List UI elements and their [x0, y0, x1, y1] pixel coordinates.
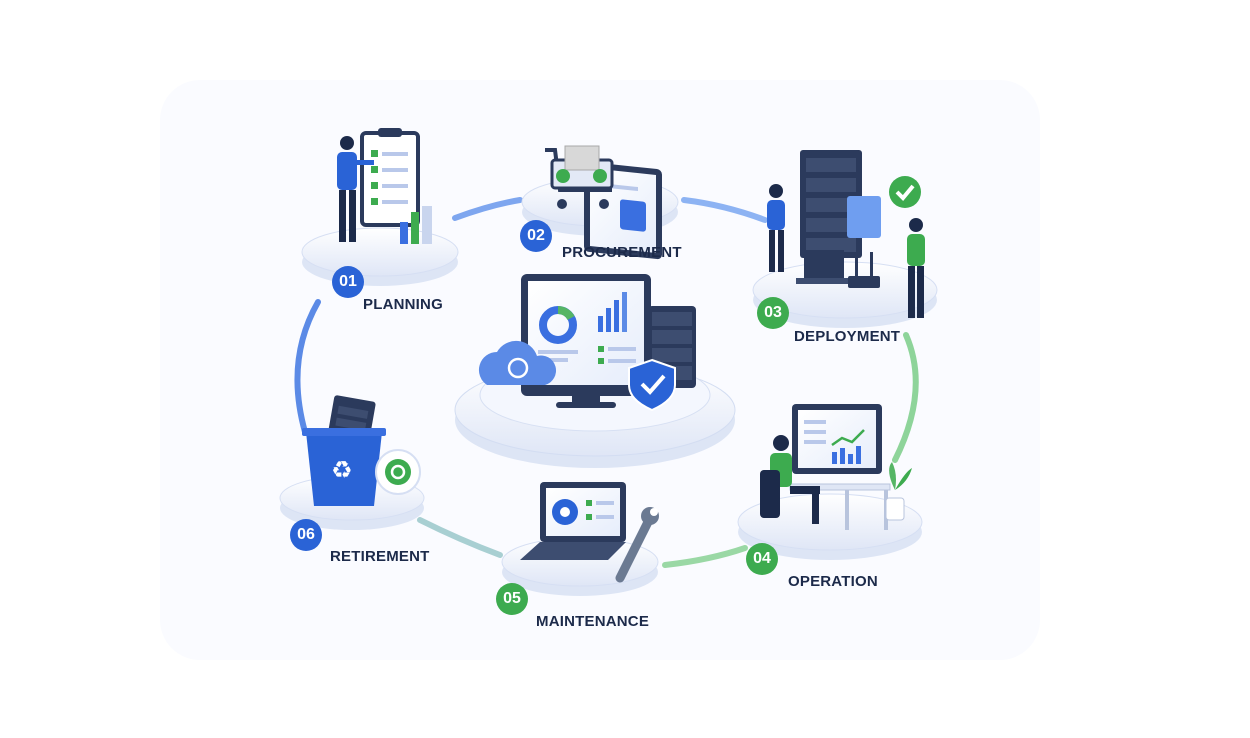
stage-02-badge: 02	[520, 220, 552, 252]
stage-06-label: RETIREMENT	[330, 548, 430, 565]
router-icon	[848, 252, 880, 288]
laptop-icon	[520, 482, 626, 560]
stage-04-badge: 04	[746, 543, 778, 575]
connector-03-04	[892, 332, 919, 463]
workstation-monitor-icon	[792, 404, 882, 474]
stage-06-badge: 06	[290, 519, 322, 551]
shopping-cart-icon	[545, 145, 614, 209]
stage-03-badge: 03	[757, 297, 789, 329]
connector-05-06	[417, 517, 503, 558]
line-item	[596, 501, 614, 505]
stage-05-label: MAINTENANCE	[536, 613, 650, 630]
connector-01-02	[452, 197, 523, 221]
wrench-icon	[615, 507, 659, 583]
person-technician-icon	[767, 184, 785, 272]
line-item	[596, 515, 614, 519]
check-item-icon	[586, 514, 592, 520]
server-rack-icon	[800, 150, 862, 258]
cycle-connectors	[294, 197, 919, 568]
svg-text:♻: ♻	[331, 456, 353, 484]
connector-04-05	[662, 545, 748, 568]
stage-operation	[737, 404, 923, 560]
stage-01-badge: 01	[332, 266, 364, 298]
person-operator-icon	[907, 218, 925, 318]
stage-retirement: ♻	[279, 395, 425, 530]
person-icon	[337, 136, 374, 242]
check-item-icon	[586, 500, 592, 506]
person-at-desk-icon	[760, 435, 820, 524]
plant-icon	[885, 462, 912, 521]
security-shield-icon	[628, 358, 676, 412]
clipboard-checklist-icon	[360, 128, 420, 227]
tablet-cart-icon	[847, 196, 881, 238]
stage-procurement	[521, 145, 679, 260]
stage-04-label: OPERATION	[788, 573, 878, 590]
gear-icon	[552, 499, 578, 525]
recycle-bin-icon: ♻	[302, 428, 386, 506]
stage-deployment	[752, 150, 938, 328]
center-hub	[454, 274, 736, 468]
stage-02-label: PROCUREMENT	[562, 244, 682, 261]
sync-circle-icon	[375, 449, 421, 495]
stage-03-label: DEPLOYMENT	[794, 328, 901, 345]
connector-06-01	[294, 299, 321, 435]
bar-graph-icon	[400, 206, 432, 244]
check-circle-icon	[889, 176, 921, 208]
stage-01-label: PLANNING	[363, 296, 443, 313]
stage-05-badge: 05	[496, 583, 528, 615]
connector-02-03	[681, 197, 768, 223]
stage-maintenance	[501, 482, 659, 596]
cloud-sync-icon	[478, 340, 557, 385]
laptop-icon	[796, 250, 852, 284]
